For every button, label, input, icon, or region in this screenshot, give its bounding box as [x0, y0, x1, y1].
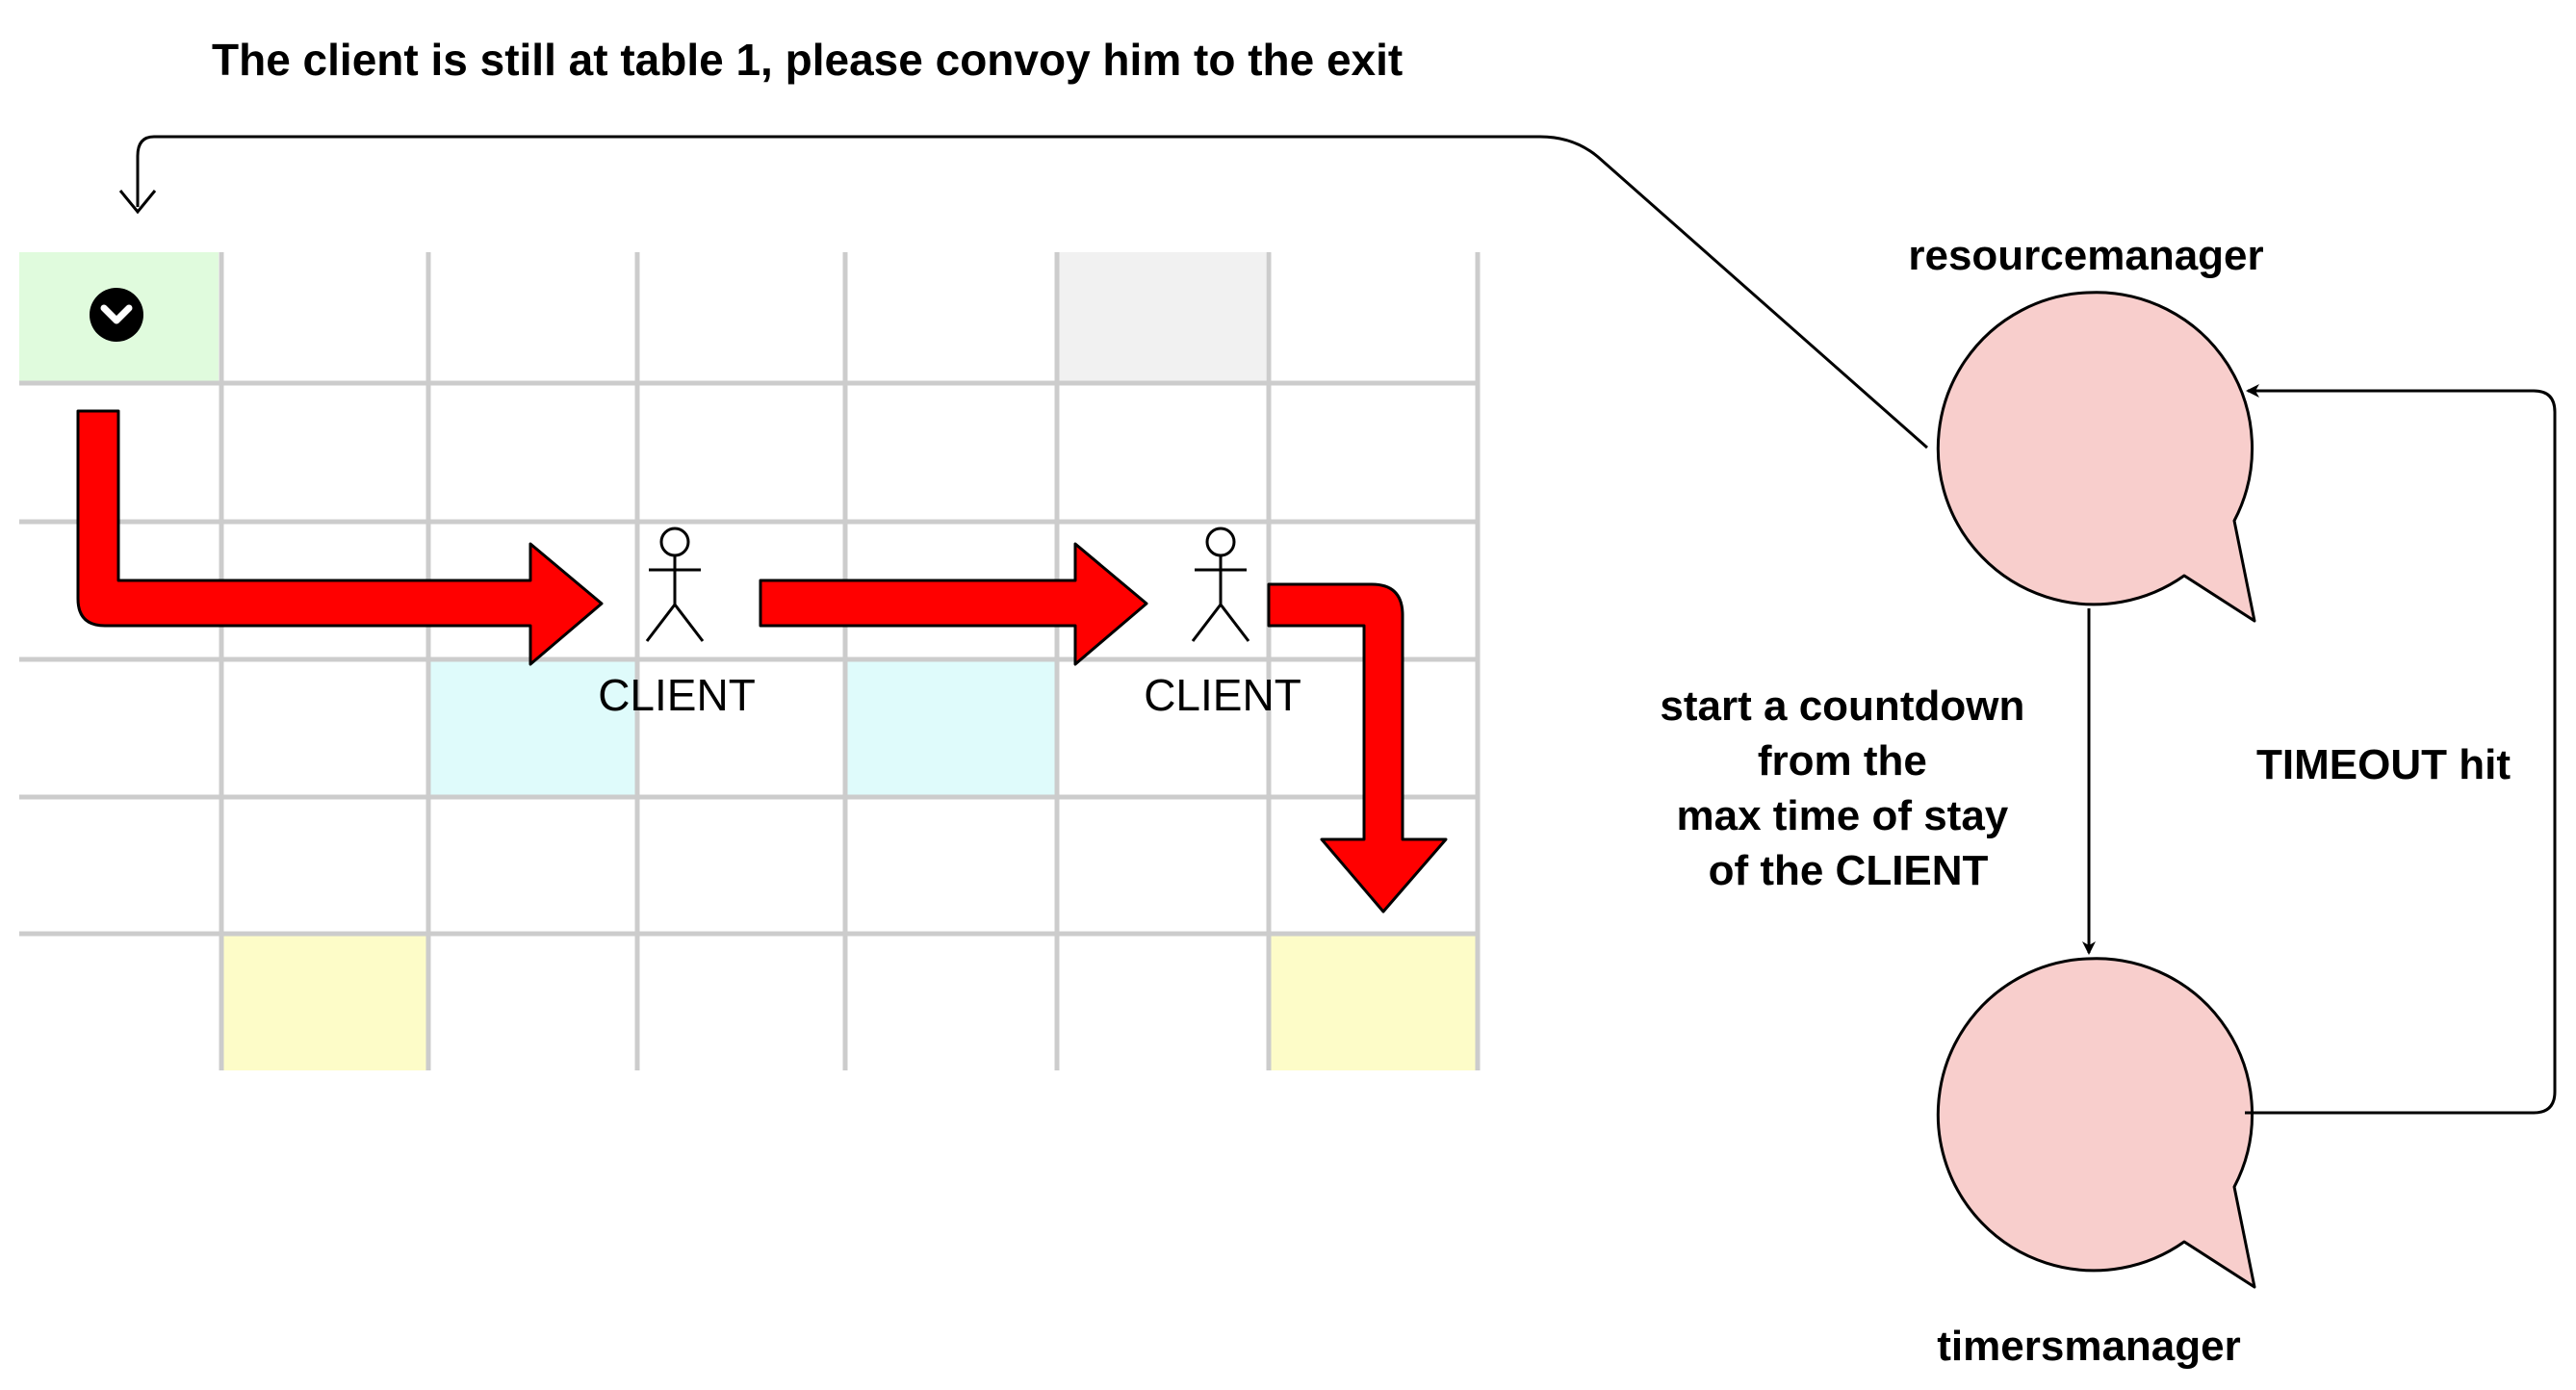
client-label: CLIENT: [1144, 670, 1301, 720]
timersmanager-node[interactable]: timersmanager: [1936, 957, 2256, 1370]
client-actor: CLIENT: [1144, 527, 1301, 720]
countdown-line: of the CLIENT: [1709, 847, 1989, 894]
client-label: CLIENT: [598, 670, 756, 720]
client-actor: CLIENT: [598, 527, 756, 720]
top-message: The client is still at table 1, please c…: [212, 35, 1403, 85]
chevron-down-circle-icon: [90, 288, 143, 342]
table-cell: [845, 659, 1056, 796]
exit-cell: [221, 936, 428, 1070]
countdown-line: from the: [1758, 737, 1927, 785]
countdown-edge-label: start a countdown from the max time of s…: [1660, 682, 2036, 894]
node-label: timersmanager: [1937, 1323, 2240, 1370]
stick-figure-icon: [645, 527, 705, 642]
floor-grid: [19, 252, 1481, 1070]
node-label: resourcemanager: [1908, 232, 2263, 279]
blocked-cell: [1057, 252, 1266, 381]
convoy-connector: [136, 135, 1928, 450]
countdown-line: max time of stay: [1676, 792, 2008, 839]
node-shape: [1936, 291, 2256, 623]
timeout-edge-label: TIMEOUT hit: [2256, 741, 2511, 788]
exit-cell: [1269, 936, 1478, 1070]
path-arrow-table-to-table: [759, 542, 1148, 666]
path-arrow-entry-to-table: [76, 409, 604, 666]
stick-figure-icon: [1191, 527, 1250, 642]
timeout-edge: [2245, 384, 2557, 1115]
resourcemanager-node[interactable]: resourcemanager: [1908, 232, 2264, 623]
countdown-line: start a countdown: [1660, 682, 2024, 730]
convoy-connector-arrowhead: [118, 190, 157, 215]
table-cell: [428, 659, 637, 796]
node-shape: [1936, 957, 2256, 1289]
path-arrow-table-to-exit: [1267, 582, 1448, 914]
